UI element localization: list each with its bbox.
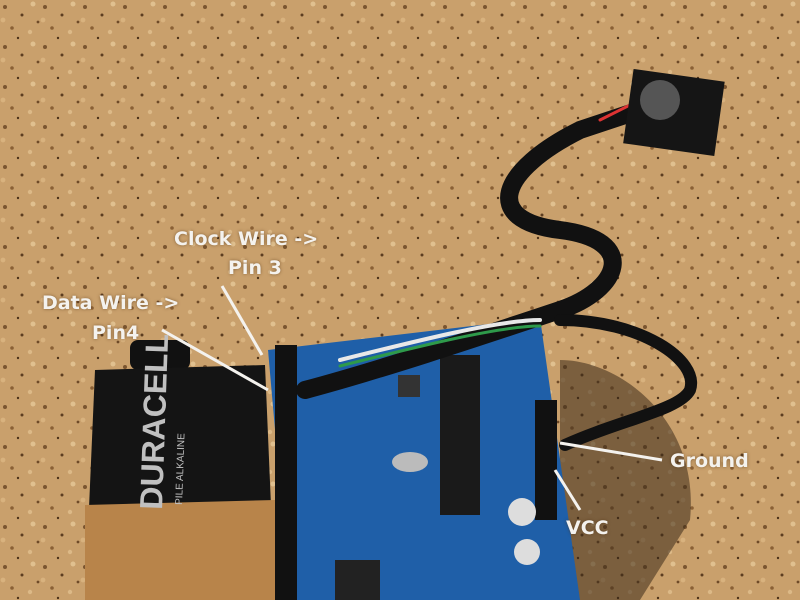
cable-shadow	[560, 360, 691, 600]
crystal	[392, 452, 428, 472]
capacitor	[508, 498, 536, 526]
data-pin-label: Pin4	[92, 322, 140, 344]
battery-brand: DURACELL	[133, 333, 175, 510]
vcc-label: VCC	[566, 517, 609, 539]
clock-wire-pointer	[220, 285, 264, 356]
duracell-battery: DURACELL PILE ALKALINE	[85, 333, 275, 600]
microcontroller-chip	[440, 355, 480, 515]
clock-wire-label: Clock Wire ->	[174, 228, 319, 250]
arduino-board	[268, 318, 580, 600]
ground-label: Ground	[670, 450, 749, 472]
data-wire-pointer	[161, 328, 269, 392]
battery-subtitle: PILE ALKALINE	[174, 433, 188, 505]
ps2-cable	[296, 93, 698, 451]
ps2-connector	[623, 68, 725, 157]
data-wire-label: Data Wire ->	[42, 292, 180, 314]
ground-pointer	[559, 441, 663, 462]
header-pins-digital	[275, 345, 297, 600]
reset-button	[398, 375, 420, 397]
capacitor	[514, 539, 540, 565]
header-pins-power	[535, 400, 557, 520]
clock-pin-label: Pin 3	[228, 257, 282, 279]
usb-chip	[335, 560, 380, 600]
vcc-pointer	[553, 469, 582, 511]
